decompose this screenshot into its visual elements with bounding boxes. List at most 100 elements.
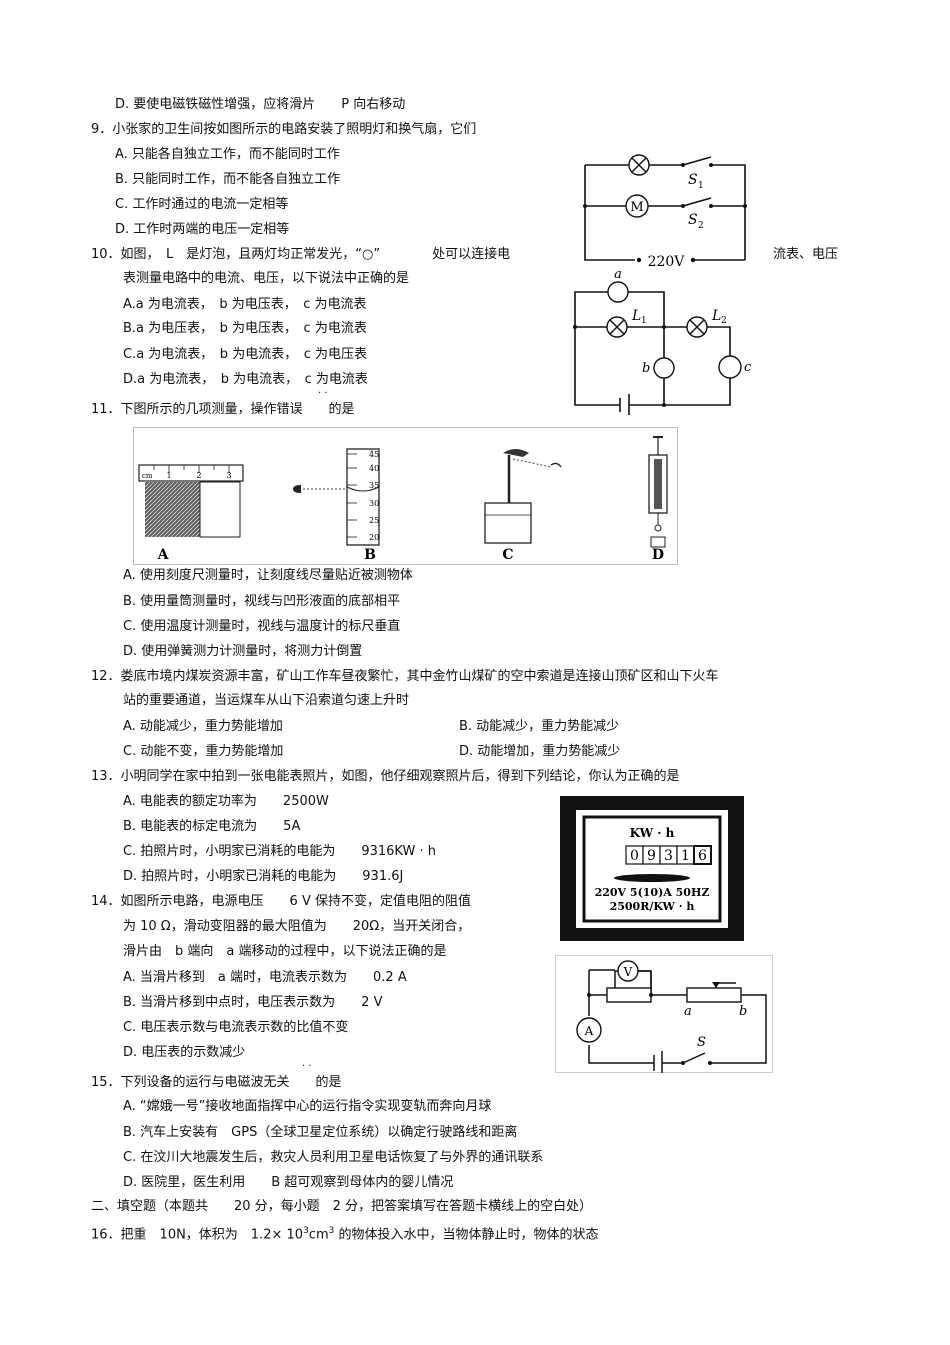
meter-b-icon [653, 357, 675, 379]
q15-option-d: D. 医院里，医生利用 B 超可观察到母体内的婴儿情况 [123, 1175, 454, 1190]
q11-option-a: A. 使用刻度尺测量时，让刻度线尽量贴近被测物体 [123, 568, 413, 583]
q10-circuit-figure: a L 1 L 2 b c [573, 270, 752, 415]
switch-s2-label: S [688, 212, 698, 228]
meter-digit: 1 [681, 848, 690, 864]
label-b: b [642, 361, 650, 376]
ammeter-label: A [584, 1024, 594, 1038]
motor-icon: M [625, 194, 649, 218]
q16-unit: cm [308, 1227, 329, 1243]
ammeter-icon: A [576, 1017, 602, 1043]
q15-option-a: A. “嫦娥一号”接收地面指挥中心的运行指令实现变轨而奔向月球 [123, 1099, 492, 1114]
rheostat [686, 987, 742, 1003]
q10-stem-line2: 表测量电路中的电流、电压，以下说法中正确的是 [123, 271, 410, 286]
meter-digits: 0 9 3 1 6 [625, 845, 712, 865]
q13-energy-meter-figure: KW · h 0 9 3 1 6 220V 5(10)A 50HZ 2500R/… [560, 796, 744, 941]
q9-option-c: C. 工作时通过的电流一定相等 [115, 197, 289, 212]
ruler-unit: cm [142, 472, 153, 480]
q10-option-b: B.a 为电压表， b 为电压表， c 为电流表 [123, 321, 367, 336]
label-l2-sub: 2 [721, 316, 727, 326]
ruler-tick: 1 [166, 471, 171, 480]
cylinder-tick: 20 [369, 533, 379, 542]
meter-digit: 0 [630, 848, 639, 864]
label-a: a [684, 1004, 692, 1019]
q9-circuit-figure: M S 1 S 2 220V [583, 154, 747, 270]
q15-option-b: B. 汽车上安装有 GPS（全球卫星定位系统）以确定行驶路线和距离 [123, 1125, 518, 1140]
picture-label-b: B [364, 547, 376, 563]
q8-option-d: D. 要使电磁铁磁性增强，应将滑片 P 向右移动 [115, 97, 406, 112]
label-a: a [614, 270, 622, 282]
q10-option-d: D.a 为电流表， b 为电流表， c 为电流表 [123, 372, 368, 387]
cylinder-tick: 35 [369, 481, 379, 490]
q16-stem: 16．把重 10N，体积为 1.2× 103cm3 的物体投入水中，当物体静止时… [91, 1222, 598, 1244]
q9-stem: 9．小张家的卫生间按如图所示的电路安装了照明灯和换气扇，它们 [91, 122, 477, 137]
q16-part2: 的物体投入水中，当物体静止时，物体的状态 [334, 1227, 599, 1243]
q13-stem: 13．小明同学在家中拍到一张电能表照片，如图，他仔细观察照片后，得到下列结论，你… [91, 769, 680, 784]
label-l1: L [631, 308, 641, 324]
section-2-heading: 二、填空题（本题共 20 分，每小题 2 分，把答案填写在答题卡横线上的空白处） [91, 1199, 593, 1214]
q14-option-c: C. 电压表示数与电流表示数的比值不变 [123, 1020, 349, 1035]
q10-option-c: C.a 为电流表， b 为电流表， c 为电压表 [123, 347, 367, 362]
meter-c-icon [718, 355, 742, 379]
ruler-tick: 2 [196, 471, 201, 480]
lamp-l2-icon [686, 316, 708, 338]
cylinder-picture: 45 40 35 30 25 20 [293, 448, 380, 546]
switch-s1-sub: 1 [698, 181, 704, 191]
picture-label-c: C [502, 547, 513, 563]
switch-s2-sub: 2 [698, 221, 704, 231]
q11-stem: 11．下图所示的几项测量，操作错误 的是 [91, 402, 355, 417]
q12-stem: 12．娄底市境内煤炭资源丰富，矿山工作车昼夜繁忙，其中金竹山煤矿的空中索道是连接… [91, 669, 719, 684]
meter-digit: 9 [647, 848, 656, 864]
meter-constant: 2500R/KW · h [610, 900, 695, 913]
q12-option-a: A. 动能减少，重力势能增加 [123, 719, 283, 734]
q12-option-d: D. 动能增加，重力势能减少 [459, 744, 621, 759]
q11-option-b: B. 使用量筒测量时，视线与凹形液面的底部相平 [123, 594, 401, 609]
q10-option-a: A.a 为电流表， b 为电压表， c 为电流表 [123, 297, 367, 312]
picture-label-d: D [652, 547, 664, 563]
switch-label: S [697, 1035, 706, 1050]
q10-stem-tail: 流表、电压 [773, 247, 839, 262]
q14-circuit-figure: V A a b S [555, 955, 773, 1073]
q14-stem-line3: 滑片由 b 端向 a 端移动的过程中，以下说法正确的是 [123, 944, 447, 959]
voltmeter-label: V [623, 965, 633, 979]
q15-stem: 15．下列设备的运行与电磁波无关 的是 [91, 1075, 342, 1090]
q14-option-b: B. 当滑片移到中点时，电压表示数为 2 V [123, 995, 383, 1010]
ruler-picture: cm 1 2 3 [138, 464, 244, 538]
picture-label-a: A [157, 547, 170, 563]
q10-stem: 10．如图， L 是灯泡，且两灯均正常发光，“○” 处可以连接电 [91, 247, 511, 262]
q13-option-c: C. 拍照片时，小明家已消耗的电能为 9316KW · h [123, 844, 436, 859]
q14-option-a: A. 当滑片移到 a 端时，电流表示数为 0.2 A [123, 970, 407, 985]
ruler-tick: 3 [226, 471, 231, 480]
q13-option-d: D. 拍照片时，小明家已消耗的电能为 931.6J [123, 869, 404, 884]
meter-rating: 220V 5(10)A 50HZ [595, 886, 710, 899]
meter-digit: 3 [664, 848, 673, 864]
meter-digit: 6 [698, 848, 707, 864]
q9-option-b: B. 只能同时工作，而不能各自独立工作 [115, 172, 341, 187]
q9-option-a: A. 只能各自独立工作，而不能同时工作 [115, 147, 340, 162]
q14-stem: 14．如图所示电路，电源电压 6 V 保持不变，定值电阻的阻值 [91, 894, 471, 909]
q15-option-c: C. 在汶川大地震发生后，救灾人员利用卫星电话恢复了与外界的通讯联系 [123, 1150, 544, 1165]
meter-a-icon [607, 281, 629, 303]
q9-option-d: D. 工作时两端的电压一定相等 [115, 222, 290, 237]
lamp-icon [628, 154, 650, 176]
q13-option-b: B. 电能表的标定电流为 5A [123, 819, 301, 834]
q12-stem-line2: 站的重要通道，当运煤车从山下沿索道匀速上升时 [123, 693, 410, 708]
cylinder-tick: 45 [369, 450, 379, 459]
q11-measurement-figure: cm 1 2 3 45 40 35 30 25 20 [133, 427, 678, 565]
q14-option-d: D. 电压表的示数减少 [123, 1045, 246, 1060]
cylinder-tick: 30 [369, 499, 379, 508]
motor-label: M [630, 200, 643, 215]
cylinder-tick: 25 [369, 516, 379, 525]
q16-exp1: 3 [303, 1226, 309, 1236]
fixed-resistor [606, 987, 652, 1003]
label-c: c [744, 360, 752, 375]
label-l2: L [711, 308, 721, 324]
lamp-l1-icon [606, 316, 628, 338]
q14-stem-line2: 为 10 Ω，滑动变阻器的最大阻值为 20Ω，当开关闭合， [123, 919, 471, 934]
voltage-label: 220V [648, 254, 686, 270]
meter-unit: KW · h [630, 826, 675, 840]
q11-option-c: C. 使用温度计测量时，视线与温度计的标尺垂直 [123, 619, 401, 634]
q12-option-c: C. 动能不变，重力势能增加 [123, 744, 284, 759]
emphasis-dots: · · [302, 1061, 312, 1072]
spring-scale-picture [648, 436, 668, 548]
voltmeter-icon: V [617, 960, 639, 982]
